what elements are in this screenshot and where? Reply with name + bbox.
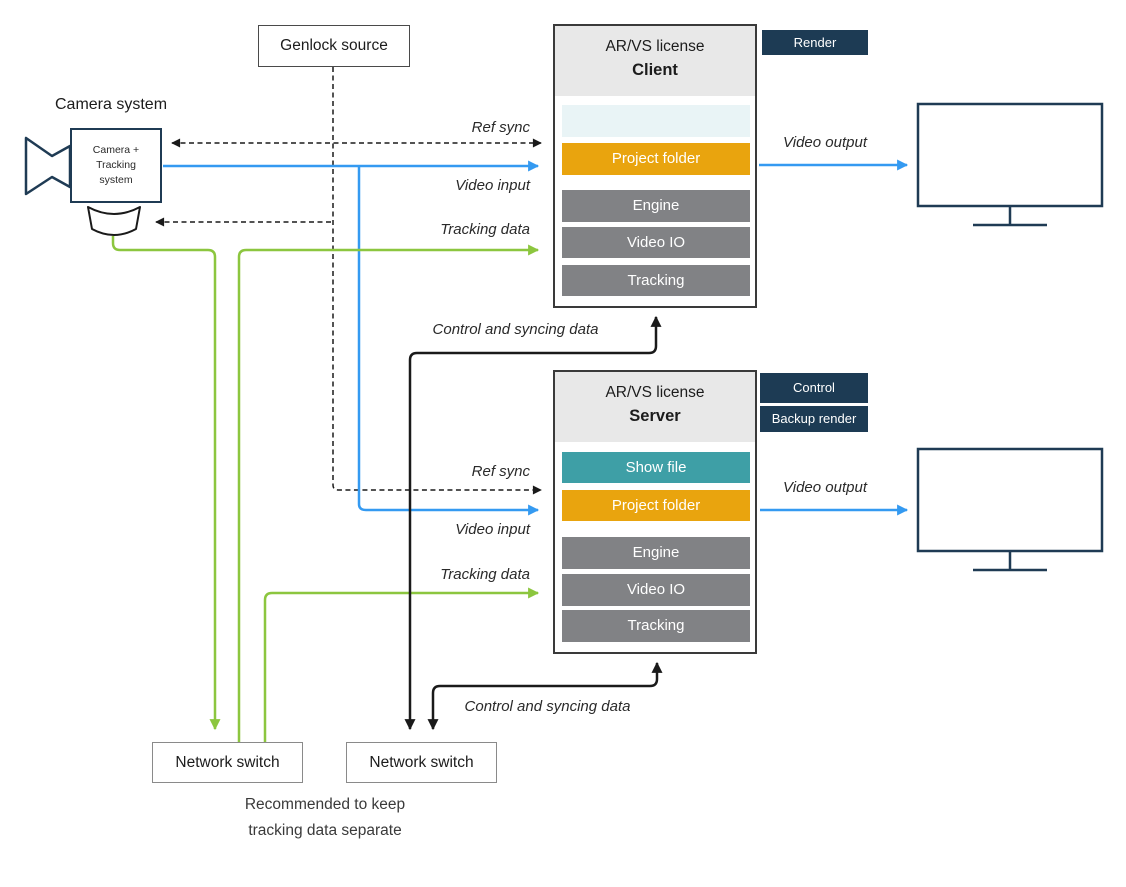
ref-sync-label-client: Ref sync (471, 119, 530, 136)
video-output-label-client: Video output (783, 134, 867, 151)
video-input-line-server (357, 167, 540, 516)
client-row-video-io: Video IO (562, 227, 750, 258)
monitor-2-icon (916, 447, 1104, 572)
network-switch-2-label: Network switch (369, 753, 474, 771)
genlock-source-box: Genlock source (258, 25, 410, 67)
tracking-line-switch-to-server (263, 587, 540, 742)
network-switch-1-box: Network switch (152, 742, 303, 783)
server-node: AR/VS license Server Show file Project f… (553, 370, 757, 654)
server-control-badge: Control (760, 373, 868, 403)
control-syncing-label-client: Control and syncing data (432, 321, 599, 338)
tracking-sensor-icon (87, 206, 141, 236)
monitor-1-icon (916, 102, 1104, 227)
tracking-data-label-server: Tracking data (440, 566, 530, 583)
ref-sync-label-server: Ref sync (471, 463, 530, 480)
genlock-source-label: Genlock source (280, 37, 388, 54)
camera-tracking-box: Camera + Tracking system (70, 128, 162, 203)
server-row-project-folder: Project folder (562, 490, 750, 521)
video-input-label-client: Video input (455, 177, 530, 194)
server-header: AR/VS license Server (555, 372, 755, 442)
server-row-tracking: Tracking (562, 610, 750, 642)
client-row-empty (562, 105, 750, 137)
control-line-server (427, 661, 663, 731)
camera-system-label: Camera system (55, 96, 168, 113)
control-syncing-label-server: Control and syncing data (464, 698, 631, 715)
client-node: AR/VS license Client Project folder Engi… (553, 24, 757, 308)
client-license-title: AR/VS license (605, 38, 705, 55)
client-header: AR/VS license Client (555, 26, 755, 96)
network-switch-1-label: Network switch (175, 753, 280, 771)
camera-box-line-3: system (99, 173, 133, 186)
camera-box-line-1: Camera + (92, 144, 140, 157)
tracking-note-line-2: tracking data separate (248, 822, 402, 839)
client-row-project-folder: Project folder (562, 143, 750, 175)
client-name: Client (632, 61, 678, 79)
server-row-engine: Engine (562, 537, 750, 569)
video-input-label-server: Video input (455, 521, 530, 538)
camera-lens-icon (24, 136, 72, 196)
tracking-note: Recommended to keep tracking data separa… (182, 792, 468, 844)
video-output-label-server: Video output (783, 479, 867, 496)
camera-box-line-2: Tracking (96, 159, 136, 172)
client-row-tracking: Tracking (562, 265, 750, 296)
tracking-data-label-client: Tracking data (440, 221, 530, 238)
server-license-title: AR/VS license (605, 384, 705, 401)
server-name: Server (629, 407, 681, 425)
client-render-badge: Render (762, 30, 868, 55)
tracking-line-switch-to-client (237, 244, 540, 742)
server-backup-render-badge: Backup render (760, 406, 868, 432)
client-row-engine: Engine (562, 190, 750, 222)
control-line-client (404, 315, 662, 731)
server-row-video-io: Video IO (562, 574, 750, 606)
genlock-to-server-ref-sync-line (332, 67, 542, 495)
network-switch-2-box: Network switch (346, 742, 497, 783)
tracking-note-line-1: Recommended to keep (244, 796, 406, 813)
tracking-line-sensor-to-switch (111, 236, 221, 731)
server-row-show-file: Show file (562, 452, 750, 483)
